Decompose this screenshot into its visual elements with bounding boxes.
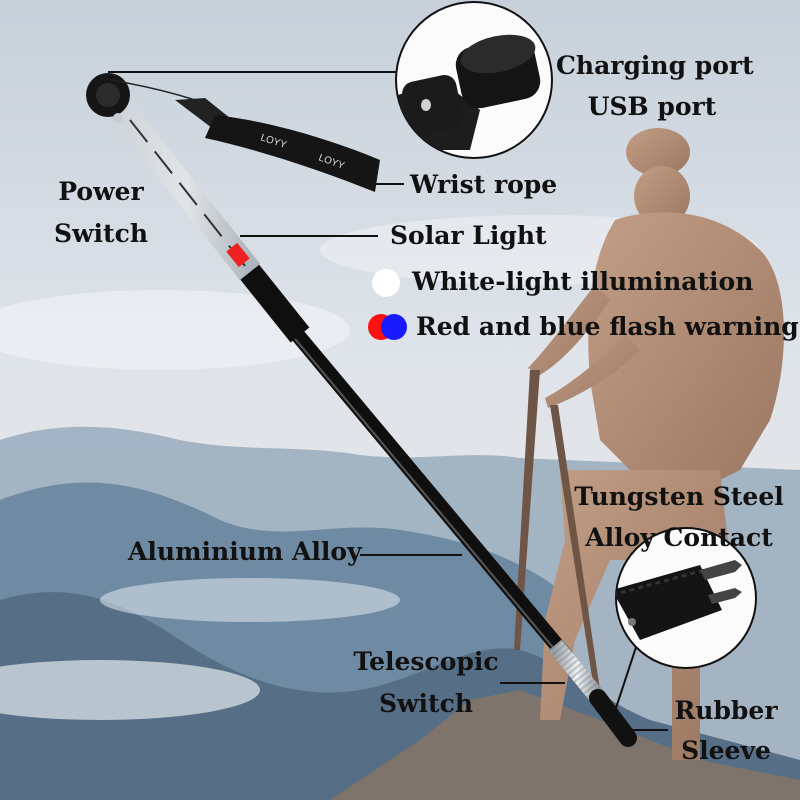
trekking-pole (86, 73, 637, 747)
blue-dot (381, 314, 407, 340)
hiker-silhouette (514, 128, 784, 760)
label-red-blue: Red and blue flash warning (416, 312, 799, 341)
leader-lines (108, 71, 668, 731)
label-solar-light: Solar Light (390, 221, 547, 250)
label-usb-port: USB port (587, 92, 717, 121)
flash-dots (368, 269, 407, 340)
charging-port-inset (395, 1, 553, 159)
label-telescopic-switch: Switch (378, 689, 474, 718)
label-charging-port: Charging port (556, 51, 754, 80)
foreground-ridge (330, 690, 800, 800)
label-white-light: White-light illumination (412, 267, 754, 296)
label-telescopic: Telescopic (353, 647, 499, 676)
label-switch: Switch (53, 219, 149, 248)
label-tungsten-2: Alloy Contact (585, 523, 773, 552)
tungsten-contact-inset (615, 527, 757, 669)
label-rubber: Rubber (674, 696, 778, 725)
label-wrist-rope: Wrist rope (410, 170, 558, 199)
label-sleeve: Sleeve (681, 736, 771, 765)
label-aluminium-alloy: Aluminium Alloy (128, 537, 362, 566)
label-power: Power (58, 177, 144, 206)
label-tungsten-1: Tungsten Steel (574, 482, 784, 511)
white-light-dot (372, 269, 400, 297)
wrist-strap: LOYY LOYY (109, 79, 380, 192)
